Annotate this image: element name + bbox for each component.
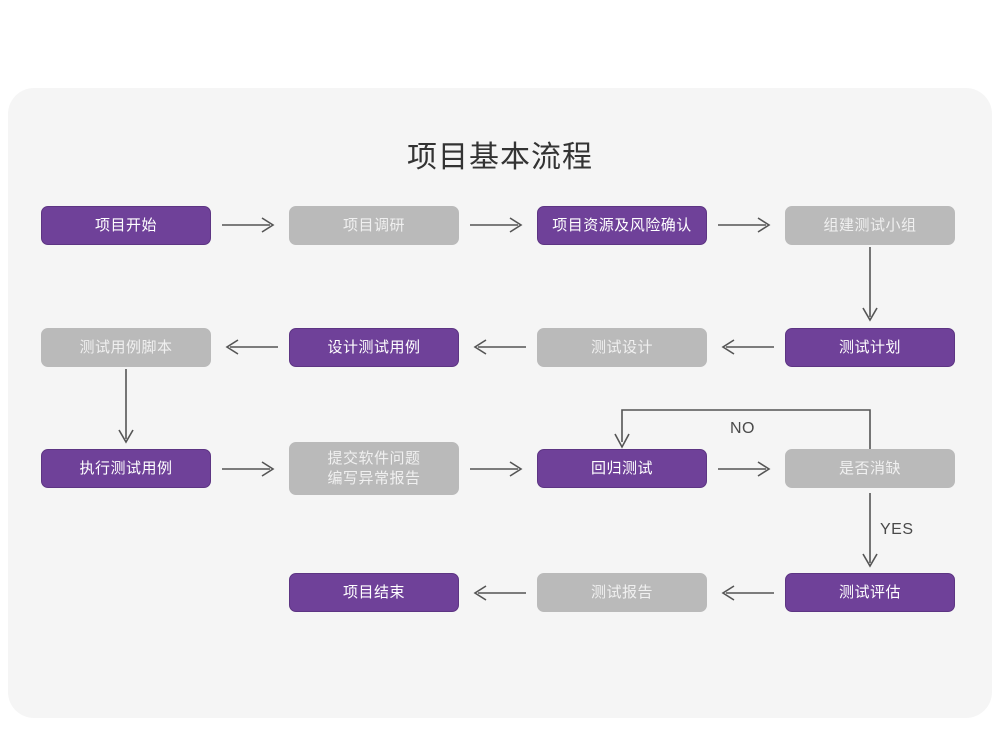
edge-label-yes: YES [880, 521, 914, 538]
edge-n6-n5 [220, 337, 280, 357]
node-resource-risk-confirmation[interactable]: 项目资源及风险确认 [537, 206, 707, 245]
edge-n15-n14 [716, 583, 776, 603]
node-defects-resolved[interactable]: 是否消缺 [785, 449, 955, 488]
node-regression-test[interactable]: 回归测试 [537, 449, 707, 488]
node-form-test-team[interactable]: 组建测试小组 [785, 206, 955, 245]
node-project-research[interactable]: 项目调研 [289, 206, 459, 245]
edge-n7-n6 [468, 337, 528, 357]
edge-n12-n11-no-loop [614, 406, 884, 454]
edge-n3-n4 [716, 215, 776, 235]
node-test-plan[interactable]: 测试计划 [785, 328, 955, 367]
edge-n9-n10 [220, 459, 280, 479]
edge-n12-n15-yes [860, 493, 880, 571]
node-design-test-cases[interactable]: 设计测试用例 [289, 328, 459, 367]
edge-n1-n2 [220, 215, 280, 235]
page-title: 项目基本流程 [407, 141, 593, 174]
edge-n4-n8 [860, 247, 880, 325]
node-test-design[interactable]: 测试设计 [537, 328, 707, 367]
node-test-case-script[interactable]: 测试用例脚本 [41, 328, 211, 367]
edge-n5-n9 [116, 369, 136, 447]
node-project-end[interactable]: 项目结束 [289, 573, 459, 612]
node-test-evaluation[interactable]: 测试评估 [785, 573, 955, 612]
edge-n14-n13 [468, 583, 528, 603]
node-project-start[interactable]: 项目开始 [41, 206, 211, 245]
edge-label-no: NO [730, 420, 755, 437]
node-execute-test-cases[interactable]: 执行测试用例 [41, 449, 211, 488]
node-submit-defects-write-report[interactable]: 提交软件问题 编写异常报告 [289, 442, 459, 495]
flowchart-card [8, 88, 992, 718]
edge-n2-n3 [468, 215, 528, 235]
edge-n11-n12 [716, 459, 776, 479]
node-test-report[interactable]: 测试报告 [537, 573, 707, 612]
edge-n10-n11 [468, 459, 528, 479]
edge-n8-n7 [716, 337, 776, 357]
